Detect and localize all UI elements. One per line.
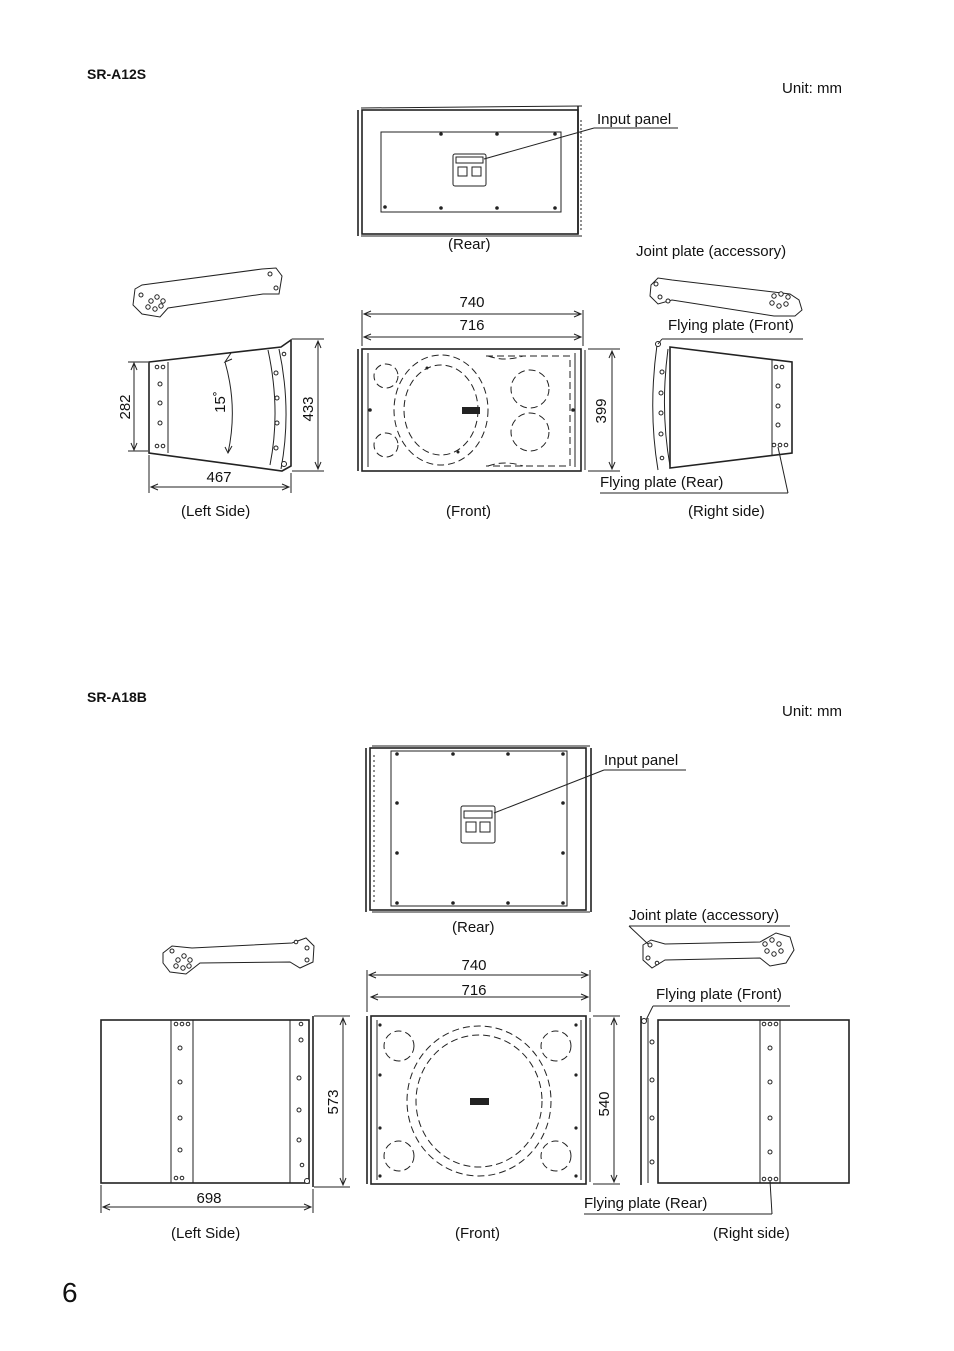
label-right-side-sr-a12s: (Right side) [688,503,765,520]
label-front-sr-a18b: (Front) [455,1225,500,1242]
sr-a12s-rear-view [357,105,678,237]
unit-label-sr-a18b: Unit: mm [782,703,842,720]
dim-282-sr-a12s: 282 [117,394,134,419]
unit-label-sr-a12s: Unit: mm [782,80,842,97]
label-rear-sr-a18b: (Rear) [452,919,495,936]
sr-a18b-left-side-dimensions [100,1015,350,1213]
sr-a18b-joint-plate-left [162,937,315,975]
sr-a18b-front-dimensions [366,970,620,1185]
label-flying-front-sr-a18b: Flying plate (Front) [656,986,782,1003]
model-title-sr-a12s: SR-A12S [87,66,147,82]
label-right-side-sr-a18b: (Right side) [713,1225,790,1242]
model-title-sr-a18b: SR-A18B [87,689,147,705]
sr-a12s-front-dimensions [361,310,620,472]
label-front-sr-a12s: (Front) [446,503,491,520]
sr-a18b-left-side-view [100,1016,314,1187]
label-left-side-sr-a12s: (Left Side) [181,503,251,520]
label-joint-plate-sr-a12s: Joint plate (accessory) [636,243,787,260]
sr-a18b-rear-view [365,745,686,913]
dim-573-sr-a18b: 573 [325,1089,342,1114]
label-joint-plate-sr-a18b: Joint plate (accessory) [629,907,780,924]
sr-a18b-right-side-view [584,1005,850,1215]
label-input-panel-sr-a12s: Input panel [597,111,672,128]
label-input-panel-sr-a18b: Input panel [604,752,679,769]
sr-a12s-joint-plate-left [132,267,283,318]
sr-a12s-left-side-dimensions [128,338,324,493]
sr-a18b-front-view [366,1015,591,1185]
dim-716-sr-a12s: 716 [459,317,484,334]
dim-698-sr-a18b: 698 [196,1190,221,1207]
sr-a12s-left-side-view [148,338,292,472]
sr-a18b-dimension-values: 740 716 698 573 540 [196,957,613,1207]
dim-angle-sr-a12s: 15˚ [212,391,229,413]
label-flying-rear-sr-a18b: Flying plate (Rear) [584,1195,708,1212]
sr-a12s-joint-plate-right [649,277,803,317]
dim-467-sr-a12s: 467 [206,469,231,486]
sr-a18b-joint-plate-right [628,925,795,969]
dim-716-sr-a18b: 716 [461,982,486,999]
sr-a12s-right-side-view [600,338,803,494]
dim-740-sr-a18b: 740 [461,957,486,974]
sr-a12s-dimension-values: 740 716 467 282 433 399 15˚ [117,294,610,486]
label-rear-sr-a12s: (Rear) [448,236,491,253]
label-left-side-sr-a18b: (Left Side) [171,1225,241,1242]
label-flying-rear-sr-a12s: Flying plate (Rear) [600,474,724,491]
label-flying-front-sr-a12s: Flying plate (Front) [668,317,794,334]
dim-399-sr-a12s: 399 [593,398,610,423]
dim-433-sr-a12s: 433 [300,396,317,421]
dim-540-sr-a18b: 540 [596,1091,613,1116]
page-number: 6 [62,1277,78,1308]
sr-a12s-front-view [357,348,586,472]
dim-740-sr-a12s: 740 [459,294,484,311]
